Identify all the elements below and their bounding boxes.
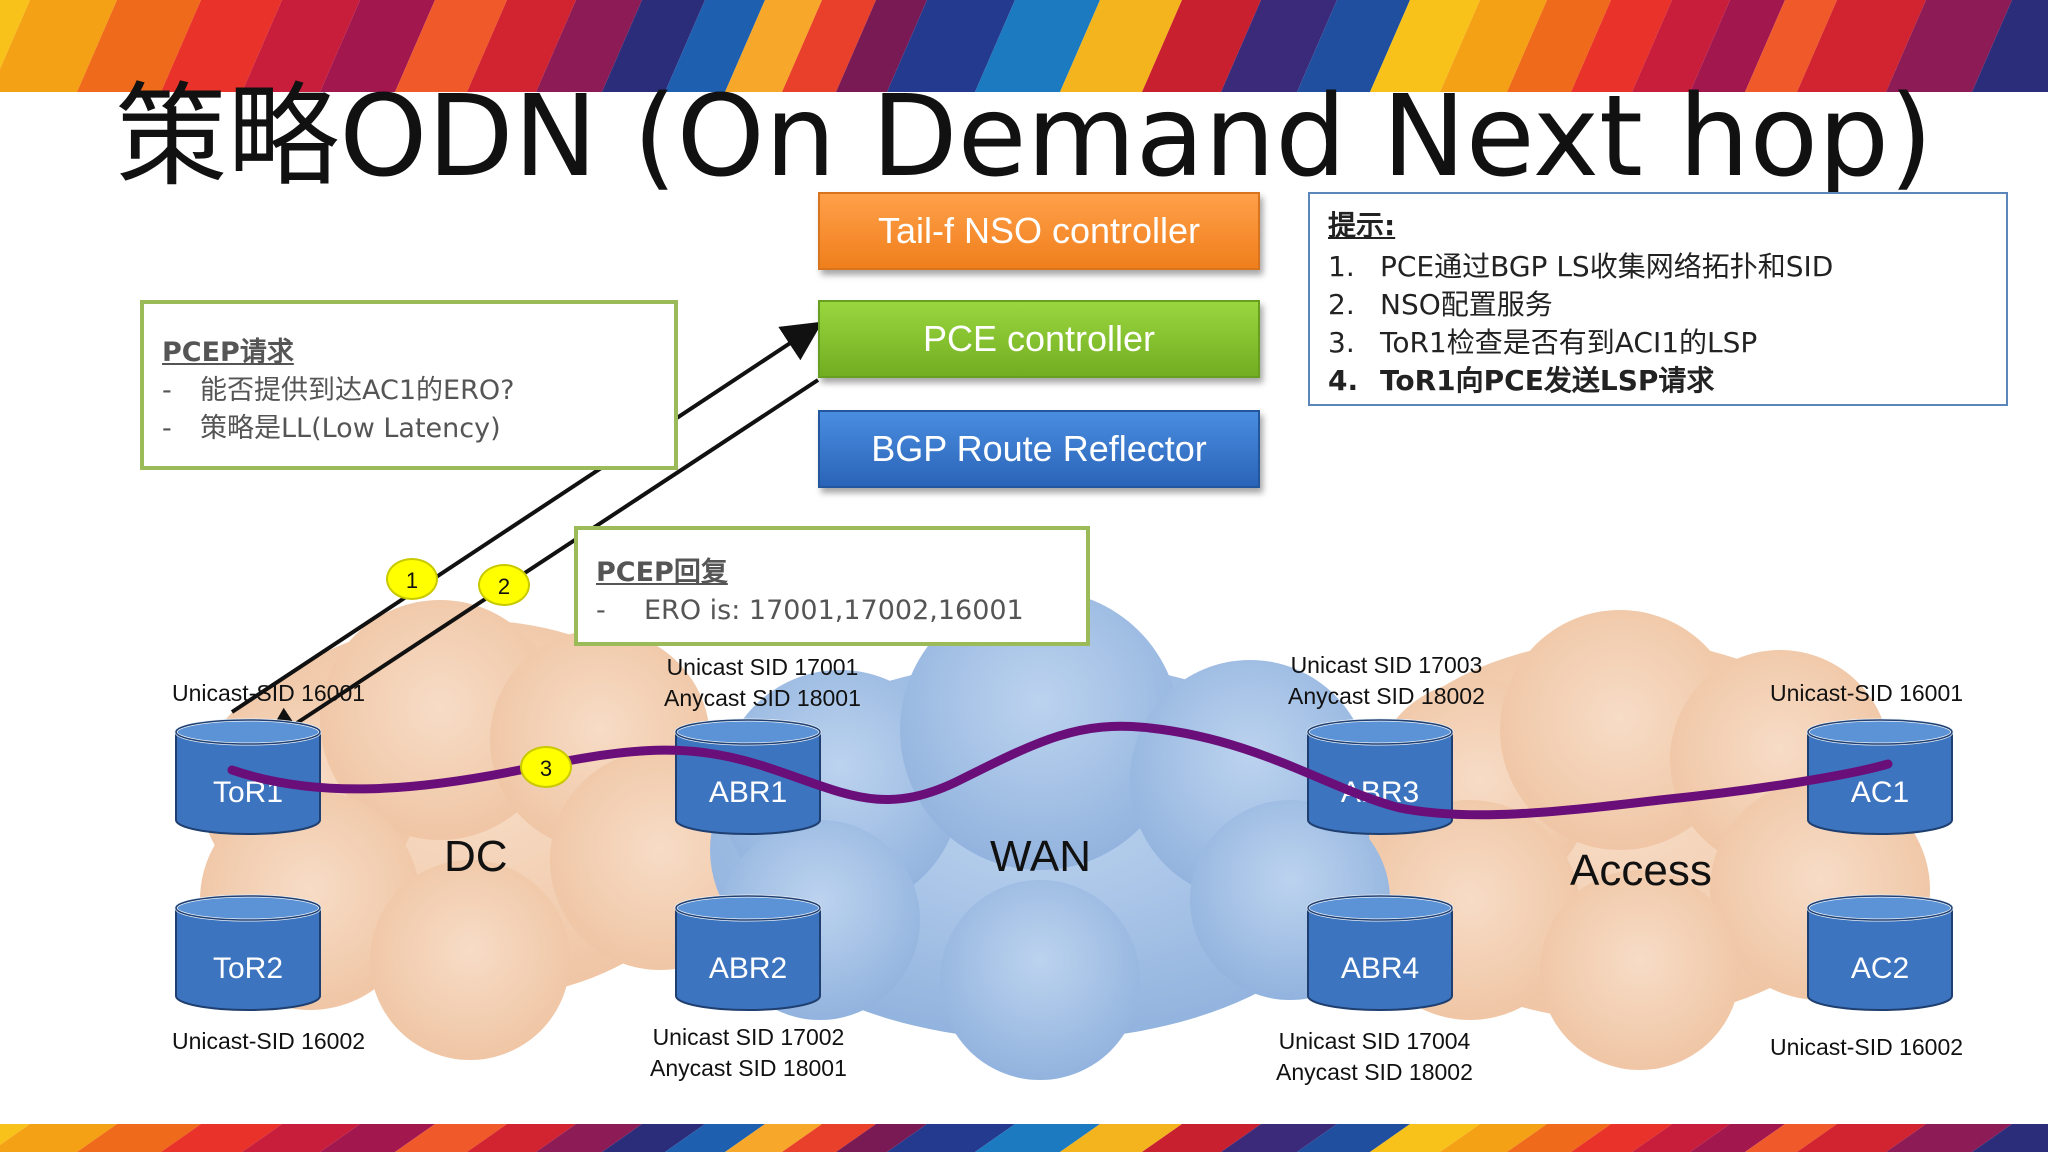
- abr1-unicast-sid: Unicast SID 17001: [666, 654, 859, 680]
- top-color-band: [0, 0, 2048, 92]
- abr2-sid-label: Unicast SID 17002 Anycast SID 18001: [650, 1022, 847, 1084]
- abr3-anycast-sid: Anycast SID 18002: [1288, 683, 1485, 709]
- node-tor1-name: ToR1: [212, 776, 284, 809]
- abr3-sid-label: Unicast SID 17003 Anycast SID 18002: [1288, 650, 1485, 712]
- bgp-route-reflector-label: BGP Route Reflector: [871, 428, 1207, 469]
- ac1-sid-label: Unicast-SID 16001: [1770, 680, 1964, 706]
- bottom-color-band: [0, 1124, 2048, 1152]
- arrow-request: [230, 321, 823, 714]
- abr2-unicast-sid: Unicast SID 17002: [652, 1024, 845, 1050]
- pcep-request-box: PCEP请求 -能否提供到达AC1的ERO? -策略是LL(Low Latenc…: [140, 300, 678, 470]
- node-tor1[interactable]: ToR1: [174, 718, 322, 836]
- node-ac2[interactable]: AC2: [1806, 894, 1954, 1012]
- abr1-sid-label: Unicast SID 17001 Anycast SID 18001: [664, 652, 861, 714]
- dc-label: DC: [444, 832, 508, 881]
- access-label: Access: [1570, 846, 1712, 895]
- hint-heading: 提示:: [1328, 209, 1396, 242]
- abr4-unicast-sid: Unicast SID 17004: [1278, 1028, 1471, 1054]
- node-ac1[interactable]: AC1: [1806, 718, 1954, 836]
- hint-item: 4.ToR1向PCE发送LSP请求: [1328, 364, 1715, 397]
- step-badge-1: 1: [386, 558, 438, 600]
- abr4-anycast-sid: Anycast SID 18002: [1276, 1059, 1473, 1085]
- node-abr1[interactable]: ABR1: [674, 718, 822, 836]
- node-tor2-name: ToR2: [212, 952, 284, 985]
- pcep-request-item: -策略是LL(Low Latency): [162, 413, 501, 444]
- nso-controller-label: Tail-f NSO controller: [877, 210, 1201, 251]
- arrow-reply: [261, 378, 820, 747]
- hint-item: 1.PCE通过BGP LS收集网络拓扑和SID: [1328, 250, 1834, 283]
- hint-item: 3.ToR1检查是否有到ACI1的LSP: [1328, 326, 1758, 359]
- node-ac1-name: AC1: [1850, 776, 1910, 809]
- bgp-route-reflector-box[interactable]: BGP Route Reflector: [818, 410, 1260, 488]
- node-tor2[interactable]: ToR2: [174, 894, 322, 1012]
- hint-box: 提示: 1.PCE通过BGP LS收集网络拓扑和SID 2.NSO配置服务 3.…: [1308, 192, 2008, 406]
- nso-controller-box[interactable]: Tail-f NSO controller: [818, 192, 1260, 270]
- pcep-request-heading: PCEP请求: [162, 337, 294, 368]
- abr1-anycast-sid: Anycast SID 18001: [664, 685, 861, 711]
- node-abr1-name: ABR1: [708, 776, 788, 809]
- pcep-request-item: -能否提供到达AC1的ERO?: [162, 375, 515, 406]
- node-abr2-name: ABR2: [708, 952, 788, 985]
- abr4-sid-label: Unicast SID 17004 Anycast SID 18002: [1276, 1026, 1473, 1088]
- node-abr2[interactable]: ABR2: [674, 894, 822, 1012]
- tor1-sid-label: Unicast-SID 16001: [172, 680, 366, 706]
- step-badge-3: 3: [520, 746, 572, 788]
- node-ac2-name: AC2: [1850, 952, 1910, 985]
- pcep-reply-box: PCEP回复 -ERO is: 17001,17002,16001: [574, 526, 1090, 646]
- hint-item: 2.NSO配置服务: [1328, 288, 1553, 321]
- page-title: 策略ODN (On Demand Next hop): [115, 72, 1933, 202]
- node-abr4[interactable]: ABR4: [1306, 894, 1454, 1012]
- step-badge-2: 2: [478, 564, 530, 606]
- pcep-reply-heading: PCEP回复: [596, 557, 728, 588]
- node-abr3-name: ABR3: [1340, 776, 1420, 809]
- ac2-sid-label: Unicast-SID 16002: [1770, 1034, 1964, 1060]
- wan-label: WAN: [990, 832, 1092, 881]
- tor2-sid-label: Unicast-SID 16002: [172, 1028, 366, 1054]
- abr2-anycast-sid: Anycast SID 18001: [650, 1055, 847, 1081]
- node-abr3[interactable]: ABR3: [1306, 718, 1454, 836]
- node-abr4-name: ABR4: [1340, 952, 1420, 985]
- pce-controller-box[interactable]: PCE controller: [818, 300, 1260, 378]
- pcep-reply-item: -ERO is: 17001,17002,16001: [596, 595, 1024, 626]
- pce-controller-label: PCE controller: [922, 318, 1156, 359]
- abr3-unicast-sid: Unicast SID 17003: [1290, 652, 1483, 678]
